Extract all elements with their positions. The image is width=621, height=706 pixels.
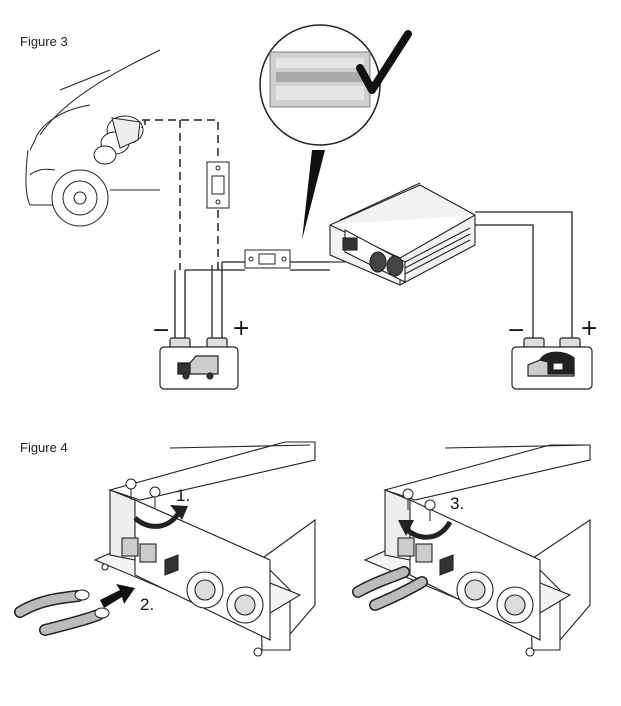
screw-pair-right bbox=[402, 488, 436, 521]
magnifier-callout bbox=[259, 24, 412, 240]
cables-right bbox=[352, 566, 428, 611]
vehicle-battery-minus: − bbox=[152, 318, 170, 343]
figure-4-label: Figure 4 bbox=[20, 440, 68, 455]
leisure-vehicle-icon bbox=[527, 351, 575, 377]
socket-plug bbox=[93, 115, 144, 165]
rotate-arrowhead-3 bbox=[398, 520, 414, 536]
cables-left bbox=[14, 589, 110, 636]
leisure-battery-plus: + bbox=[580, 316, 598, 341]
step-1-label: 1. bbox=[176, 486, 190, 505]
dashed-wires bbox=[141, 119, 219, 270]
vehicle-battery-plus: + bbox=[232, 316, 250, 341]
charger-unit-right bbox=[363, 444, 591, 657]
screw-pair-left bbox=[125, 478, 161, 508]
vehicle-front-icon bbox=[25, 49, 161, 227]
charger-unit-left bbox=[93, 441, 316, 657]
leisure-battery bbox=[511, 337, 593, 390]
fuse-horizontal bbox=[244, 249, 291, 269]
vehicle-battery bbox=[159, 337, 239, 390]
figure-3-label: Figure 3 bbox=[20, 34, 68, 49]
battery-wires-right bbox=[475, 211, 573, 338]
step-2-label: 2. bbox=[140, 595, 154, 614]
camper-truck-icon bbox=[177, 355, 219, 380]
rotate-arrow-3 bbox=[403, 520, 453, 540]
leisure-battery-minus: − bbox=[507, 318, 525, 343]
charger-unit bbox=[329, 182, 476, 286]
battery-wires-left bbox=[174, 261, 330, 338]
fuse-vertical bbox=[206, 161, 230, 209]
insert-arrow-2 bbox=[100, 584, 135, 608]
step-3-label: 3. bbox=[450, 494, 464, 513]
rotate-arrowhead-1 bbox=[170, 505, 188, 520]
checkmark-icon bbox=[356, 30, 412, 94]
